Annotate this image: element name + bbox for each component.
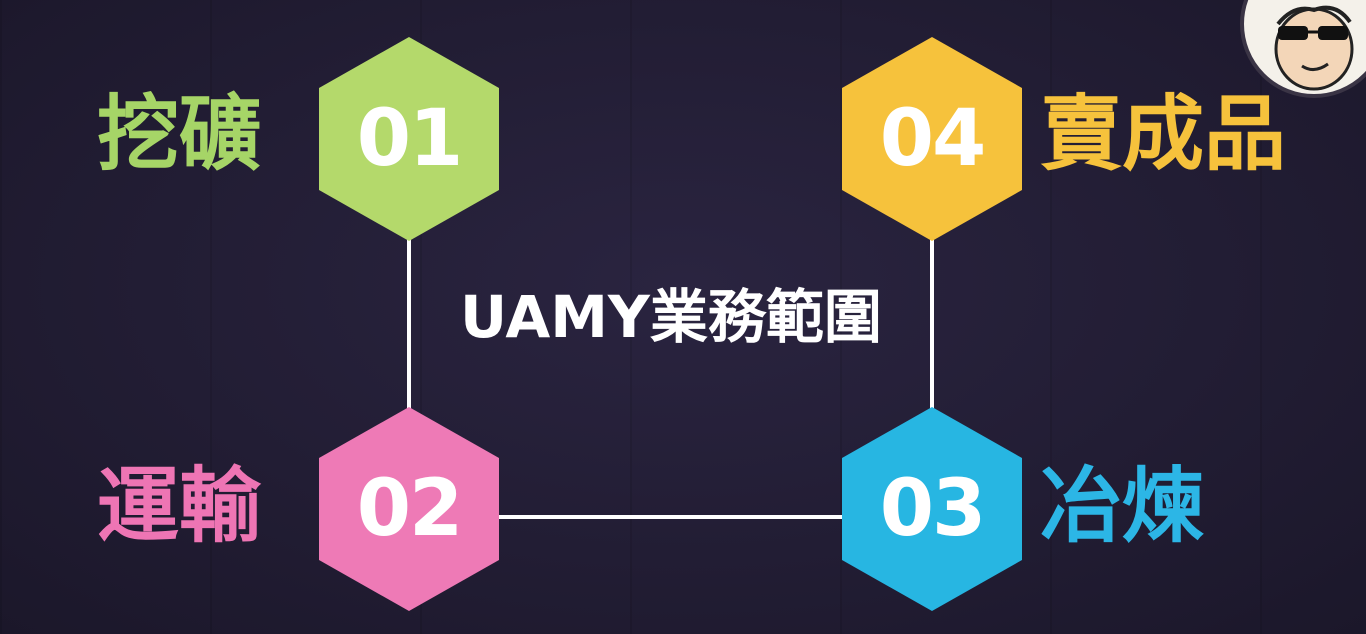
step-01-number: 01	[356, 94, 464, 184]
step-03-number: 03	[879, 464, 987, 554]
step-04-hexagon: 04	[842, 37, 1022, 241]
diagram-title: UAMY業務範圍	[460, 283, 882, 351]
step-04-number: 04	[879, 94, 987, 184]
step-02-hexagon: 02	[319, 407, 499, 611]
step-04-label: 賣成品	[1040, 87, 1287, 182]
step-02-number: 02	[356, 464, 464, 554]
avatar	[1240, 0, 1366, 98]
step-03-hexagon: 03	[842, 407, 1022, 611]
step-01-hexagon: 01	[319, 37, 499, 241]
step-03-label: 冶煉	[1040, 459, 1205, 554]
step-02-label: 運輸	[97, 459, 262, 554]
cartoon-face-icon	[1274, 5, 1354, 91]
step-01-label: 挖礦	[97, 87, 262, 182]
